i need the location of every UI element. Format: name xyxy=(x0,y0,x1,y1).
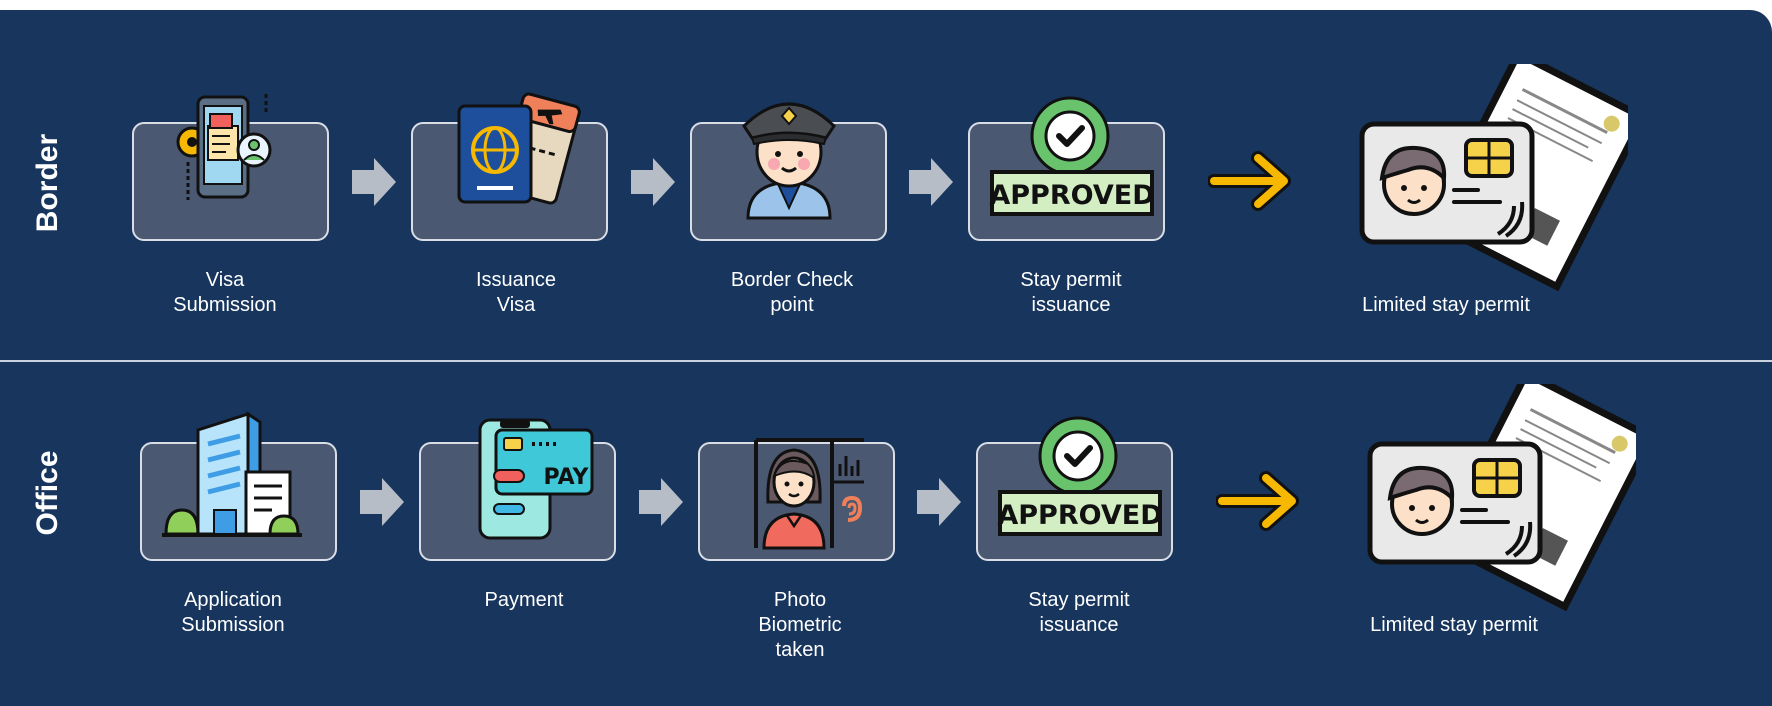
result-caption: Limited stay permit xyxy=(1362,294,1530,316)
flow-arrow-icon xyxy=(360,478,404,526)
result-arrow-icon xyxy=(1208,151,1291,211)
border-officer-icon xyxy=(742,102,836,220)
step-caption: Stay permit issuance xyxy=(1028,589,1130,636)
mobile-visa-application-icon xyxy=(176,94,272,200)
lane-label-office: Office xyxy=(31,450,64,536)
flow-arrow-icon xyxy=(352,158,396,206)
step-caption: Photo Biometric taken xyxy=(758,589,842,661)
mobile-pay-card-icon: PAY xyxy=(478,418,594,540)
step-caption: Payment xyxy=(484,589,564,611)
approved-stamp-icon: APPROVED xyxy=(997,416,1163,536)
approved-stamp-text: APPROVED xyxy=(989,180,1154,211)
passport-ticket-icon xyxy=(457,92,581,205)
step-caption: Issuance Visa xyxy=(475,269,557,316)
id-card-permit-icon xyxy=(1367,384,1636,612)
flow-arrow-icon xyxy=(631,158,675,206)
office-building-icon xyxy=(162,411,302,537)
step-caption: Border Check point xyxy=(730,269,854,316)
step-caption: Application Submission xyxy=(181,589,285,636)
pay-text: PAY xyxy=(544,465,590,490)
flow-arrow-icon xyxy=(909,158,953,206)
flow-arrow-icon xyxy=(917,478,961,526)
photo-biometric-icon xyxy=(754,438,864,550)
flow-arrow-icon xyxy=(639,478,683,526)
result-arrow-icon xyxy=(1216,471,1299,531)
step-caption: Visa Submission xyxy=(173,269,277,316)
step-caption: Stay permit issuance xyxy=(1020,269,1122,316)
id-card-permit-icon xyxy=(1359,64,1628,292)
approved-stamp-text: APPROVED xyxy=(997,500,1162,531)
lane-divider xyxy=(0,360,1772,362)
result-caption: Limited stay permit xyxy=(1370,614,1538,636)
lane-label-border: Border xyxy=(31,133,64,233)
approved-stamp-icon: APPROVED xyxy=(989,96,1155,216)
